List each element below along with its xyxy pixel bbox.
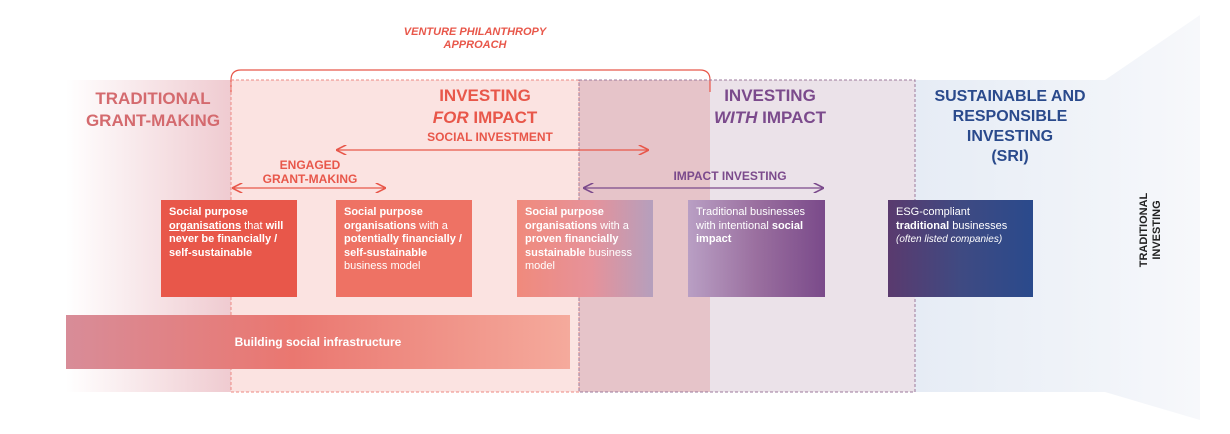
impact-investing-label: IMPACT INVESTING bbox=[673, 169, 787, 183]
heading-investing-with-impact: INVESTING WITH IMPACT bbox=[713, 86, 827, 127]
box-esg-compliant: ESG-compliant traditional businesses (of… bbox=[888, 200, 1033, 297]
building-social-infrastructure-bar bbox=[66, 315, 570, 369]
heading-traditional-grant-making: TRADITIONAL GRANT-MAKING bbox=[85, 89, 221, 130]
box-traditional-social-impact: Traditional businesses with intentional … bbox=[688, 200, 825, 297]
heading-sri: SUSTAINABLE AND RESPONSIBLE INVESTING (S… bbox=[934, 88, 1086, 165]
venture-bracket bbox=[230, 69, 711, 92]
heading-traditional-investing: TRADITIONAL INVESTING bbox=[1138, 192, 1163, 268]
engaged-grant-making-label: ENGAGED GRANT-MAKING bbox=[262, 158, 358, 186]
box-proven-sustainable: Social purpose organisations with a prov… bbox=[517, 200, 653, 297]
heading-investing-for-impact: INVESTING FOR IMPACT bbox=[432, 86, 538, 127]
social-investment-label: SOCIAL INVESTMENT bbox=[427, 130, 553, 144]
box-never-sustainable: Social purpose organisations that will n… bbox=[161, 200, 297, 297]
box-potentially-sustainable: Social purpose organisations with a pote… bbox=[336, 200, 472, 297]
right-chevron bbox=[1105, 15, 1200, 420]
building-social-infrastructure-label: Building social infrastructure bbox=[234, 335, 402, 349]
venture-philanthropy-label: VENTURE PHILANTHROPY APPROACH bbox=[403, 26, 547, 51]
